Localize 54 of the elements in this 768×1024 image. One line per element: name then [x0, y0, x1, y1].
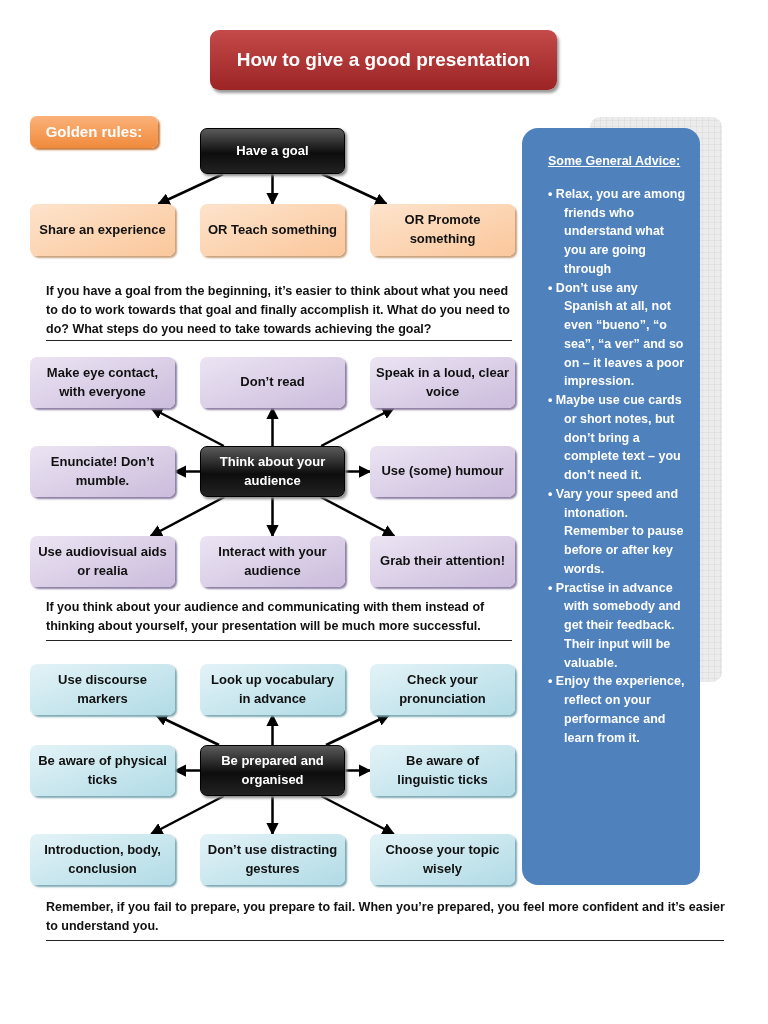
title-banner: How to give a good presentation: [210, 30, 557, 90]
tip-box: Be aware of physical ticks: [30, 745, 175, 796]
arrow: [345, 465, 372, 478]
arrow: [266, 406, 279, 446]
arrow: [150, 406, 225, 448]
tip-box: Don’t read: [200, 357, 345, 408]
bullet-item: • Enjoy the experience, reflect on your performance and learn from it.: [548, 673, 686, 747]
tip-box: Interact with your audience: [200, 536, 345, 587]
arrow: [320, 794, 395, 836]
tip-box: Look up vocabulary in advance: [200, 664, 345, 715]
bullet-item: • Relax, you are among friends who understand what you are going through: [548, 185, 686, 278]
tip-box: Grab their attention!: [370, 536, 515, 587]
tip-box: Choose your topic wisely: [370, 834, 515, 885]
option-box: Share an experience: [30, 204, 175, 256]
arrow: [266, 497, 279, 538]
arrow: [173, 764, 200, 777]
tip-box: Be aware of linguistic ticks: [370, 745, 515, 796]
arrow: [149, 495, 225, 538]
section-tag: Golden rules:: [30, 116, 158, 148]
advice-panel: [522, 128, 700, 885]
note-paragraph: Remember, if you fail to prepare, you prepare to fail. When you’re prepared, you feel more confident and it’s easier to understand you.: [46, 899, 726, 935]
topic-box: Have a goal: [200, 128, 345, 174]
option-box: OR Teach something: [200, 204, 345, 256]
tip-box: Use (some) humour: [370, 446, 515, 497]
arrow: [320, 406, 395, 448]
tip-box: Make eye contact, with everyone: [30, 357, 175, 408]
arrow: [321, 172, 388, 206]
bullet-item: • Practise in advance with somebody and get their feedback. Their input will be valuable.: [548, 579, 682, 672]
topic-box: Be prepared and organised: [200, 745, 345, 796]
topic-box: Think about your audience: [200, 446, 345, 497]
tip-box: Enunciate! Don’t mumble.: [30, 446, 175, 497]
note-paragraph: If you think about your audience and communicating with them instead of thinking about yourself, your presentation will be much more successful.: [46, 599, 486, 635]
arrow: [154, 713, 220, 747]
arrow: [325, 713, 391, 747]
tip-box: Introduction, body, conclusion: [30, 834, 175, 885]
tip-box: Use discourse markers: [30, 664, 175, 715]
arrow: [173, 465, 200, 478]
arrow: [266, 174, 279, 206]
bullet-item: • Vary your speed and intonation. Remember to pause before or after key words.: [548, 485, 685, 578]
tip-box: Speak in a loud, clear voice: [370, 357, 515, 408]
arrow: [345, 764, 372, 777]
note-paragraph: If you have a goal from the beginning, it’s easier to think about what you need to do to work towards that goal and finally accomplish it. What do you need to do? What steps do you need to take towards achieving the goal?: [46, 283, 511, 338]
arrow: [266, 796, 279, 836]
tip-box: Use audiovisual aids or realia: [30, 536, 175, 587]
tip-box: Don’t use distracting gestures: [200, 834, 345, 885]
arrow: [266, 713, 279, 745]
option-box: OR Promote something: [370, 204, 515, 256]
bullet-item: • Maybe use cue cards or short notes, but don’t bring a complete text – you don’t need it.: [548, 392, 683, 484]
arrow: [157, 172, 224, 206]
panel-heading: Some General Advice:: [548, 153, 682, 170]
arrow: [320, 495, 396, 538]
arrow: [150, 794, 225, 836]
bullet-item: • Don’t use any Spanish at all, not even “bueno”, “o sea”, “a ver” and so on – it leaves a poor impression.: [548, 279, 686, 391]
tip-box: Check your pronunciation: [370, 664, 515, 715]
